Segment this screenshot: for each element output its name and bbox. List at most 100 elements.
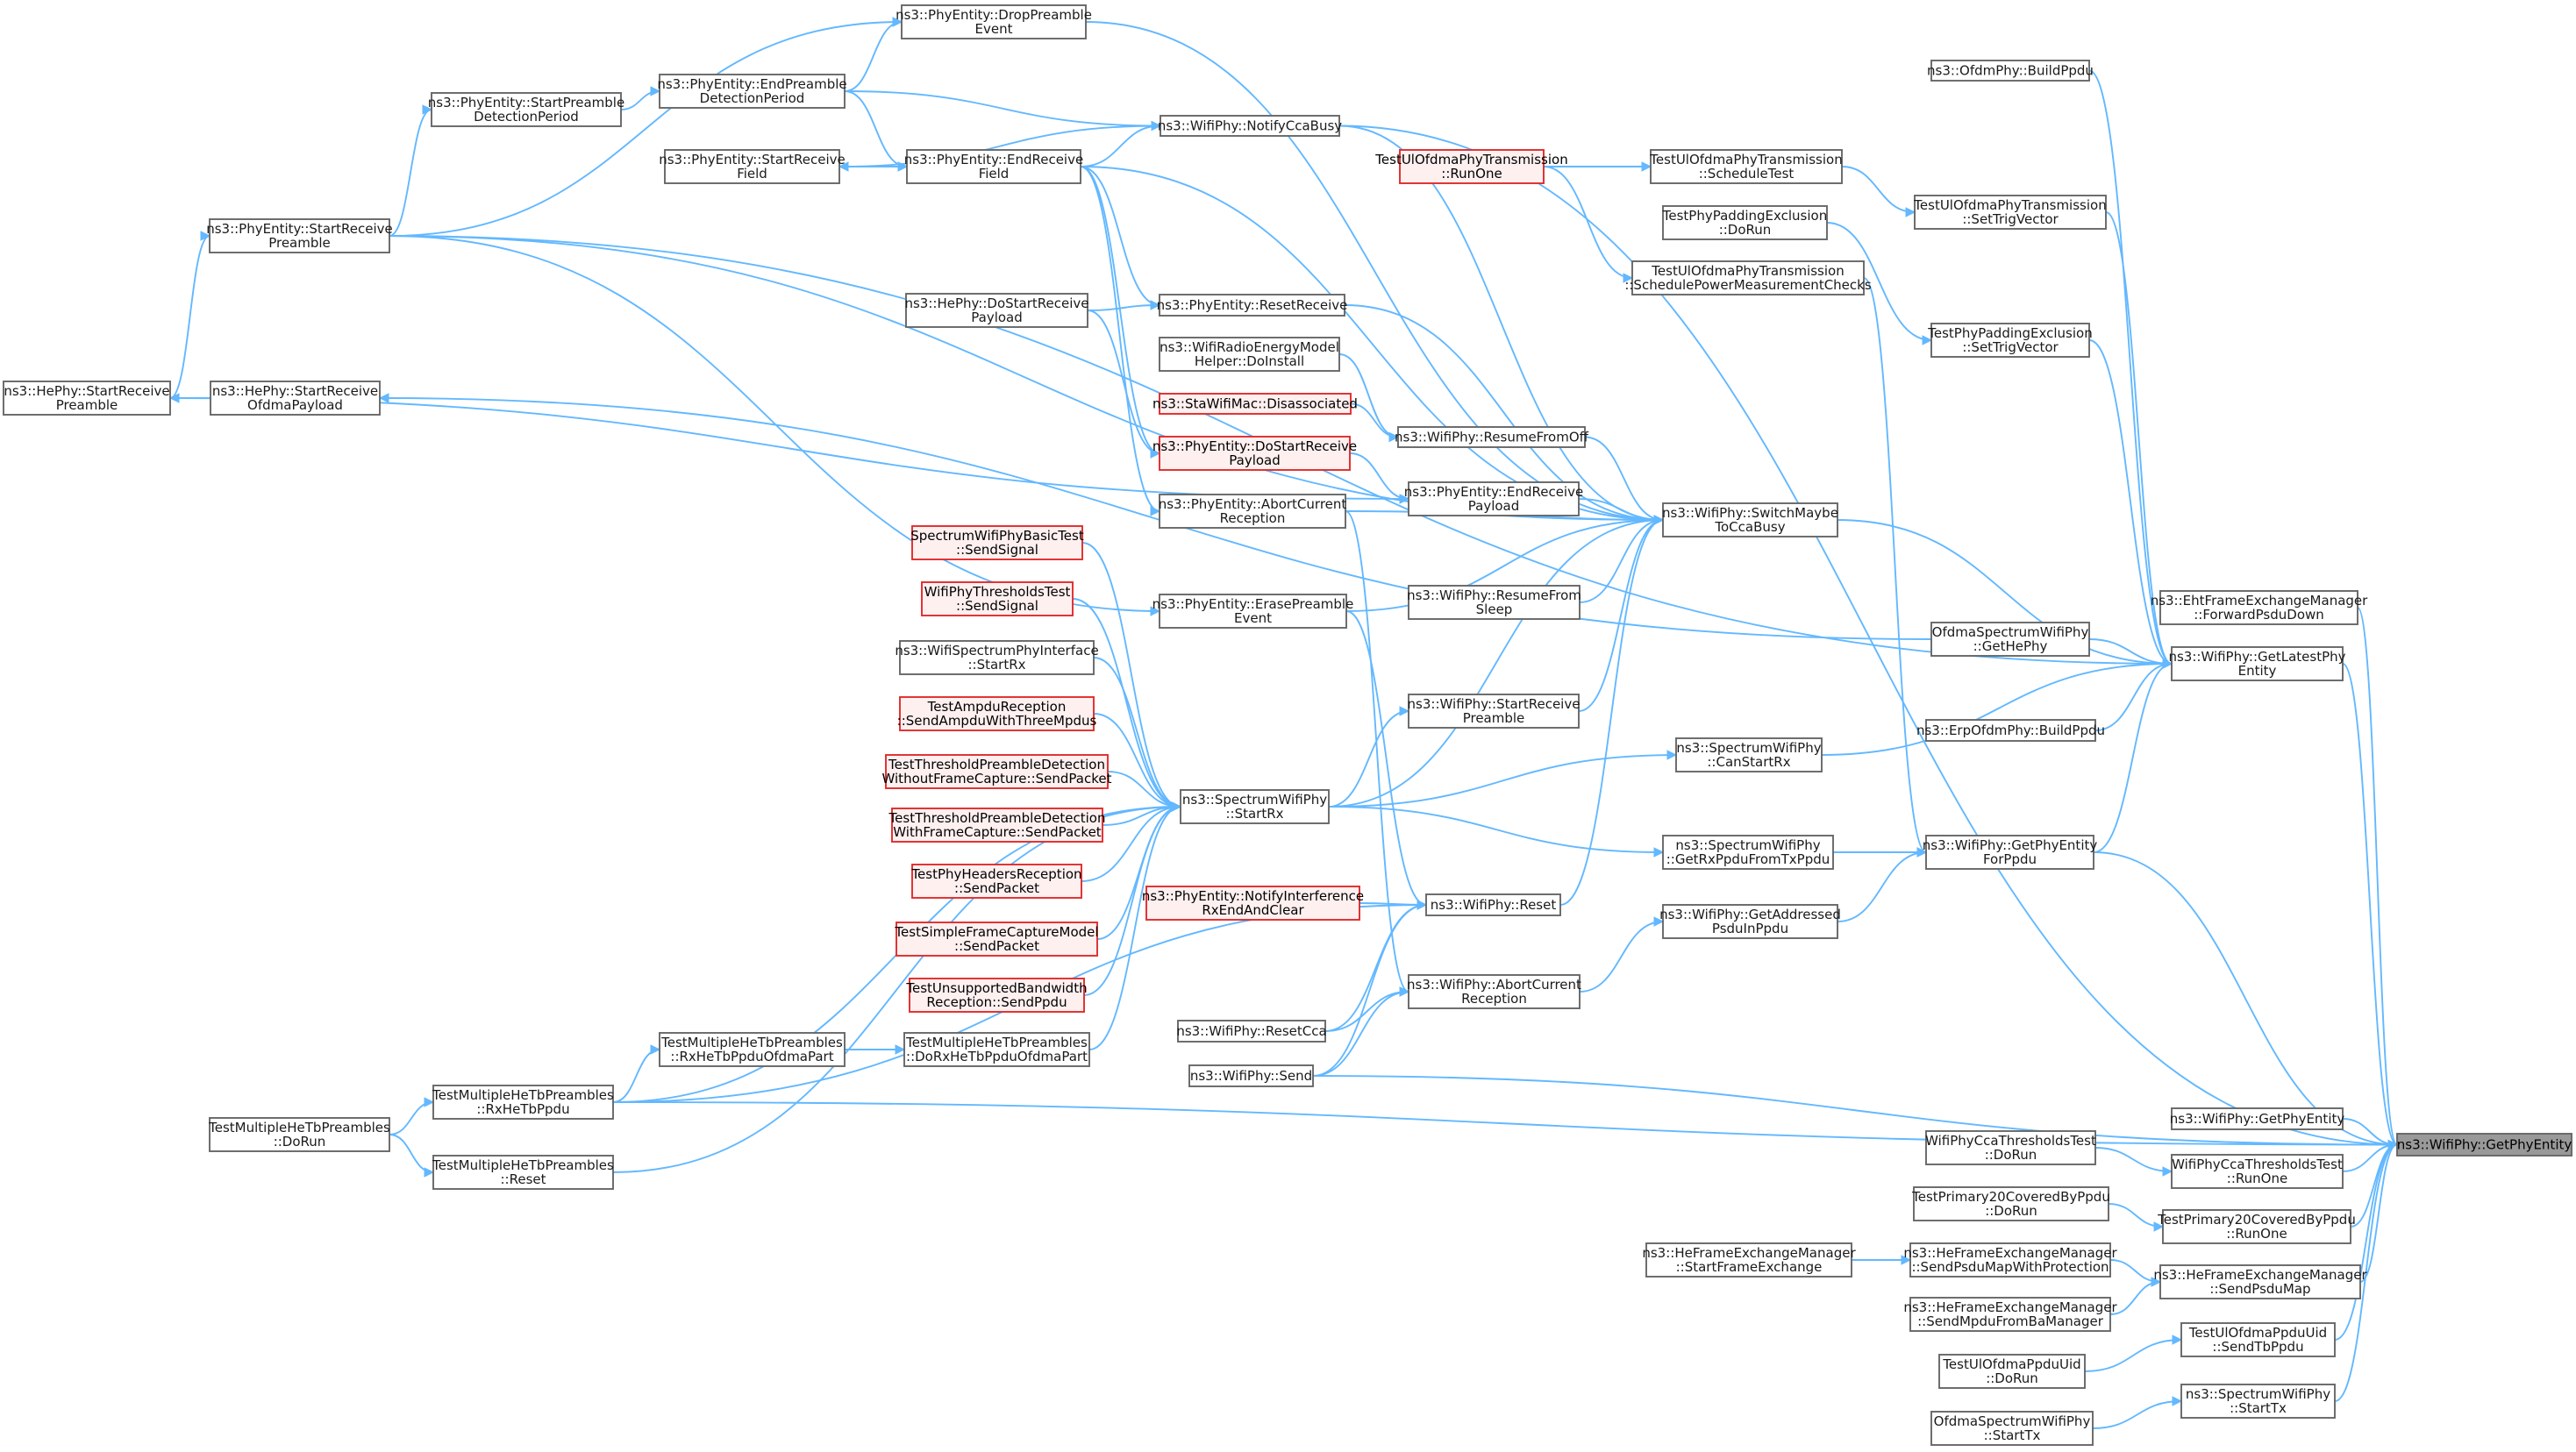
node-mheDoRxOfdma[interactable]: TestMultipleHeTbPreambles::DoRxHeTbPpduO… [903,1032,1090,1067]
edge-line [2342,663,2398,1146]
node-unsupportedBw[interactable]: TestUnsupportedBandwidthReception::SendP… [905,978,1088,1013]
node-label: ::SendAmpduWithThreeMpdus [897,713,1097,729]
node-mheReset[interactable]: TestMultipleHeTbPreambles::Reset [432,1155,614,1190]
node-ofdmBuild[interactable]: ns3::OfdmPhy::BuildPpdu [1927,60,2094,82]
node-ccaDoRun[interactable]: WifiPhyCcaThresholdsTest::DoRun [1925,1130,2096,1165]
node-box [909,978,1085,1013]
node-staDisassoc[interactable]: ns3::StaWifiMac::Disassociated [1152,393,1358,415]
node-heSendPsduMap[interactable]: ns3::HeFrameExchangeManager::SendPsduMap [2153,1264,2367,1299]
call-edge [1312,986,1410,1077]
node-radioEnergy[interactable]: ns3::WifiRadioEnergyModelHelper::DoInsta… [1159,337,1340,372]
node-testSchedulePower[interactable]: TestUlOfdmaPhyTransmission::SchedulePowe… [1624,260,1872,295]
node-wifiSend[interactable]: ns3::WifiPhy::Send [1188,1064,1314,1087]
node-sbtSendSignal[interactable]: SpectrumWifiPhyBasicTest::SendSignal [910,525,1084,560]
node-testPadDoRun[interactable]: TestPhyPaddingExclusion::DoRun [1662,205,1828,240]
node-ehtForward[interactable]: ns3::EhtFrameExchangeManager::ForwardPsd… [2151,590,2368,625]
node-label: Preamble [56,397,118,413]
node-label: TestThresholdPreambleDetection [888,757,1105,772]
node-tpdWith[interactable]: TestThresholdPreambleDetectionWithFrameC… [888,808,1106,843]
node-testRunOne[interactable]: TestUlOfdmaPhyTransmission::RunOne [1374,149,1568,184]
node-canStartRx[interactable]: ns3::SpectrumWifiPhy::CanStartRx [1675,737,1823,772]
node-resetReceive[interactable]: ns3::PhyEntity::ResetReceive [1157,294,1348,317]
node-heStartFrame[interactable]: ns3::HeFrameExchangeManager::StartFrameE… [1642,1242,1856,1278]
node-startPreambleDet[interactable]: ns3::PhyEntity::StartPreambleDetectionPe… [428,92,624,127]
node-wsiStartRx[interactable]: ns3::WifiSpectrumPhyInterface::StartRx [895,640,1099,675]
call-edge [612,1101,2399,1150]
node-label: SpectrumWifiPhyBasicTest [910,528,1084,544]
node-label: ns3::PhyEntity::EndReceive [1404,484,1583,500]
node-p20DoRun[interactable]: TestPrimary20CoveredByPpdu::DoRun [1911,1186,2110,1221]
edge-arrowhead [424,1167,435,1178]
node-erpBuild[interactable]: ns3::ErpOfdmPhy::BuildPpdu [1916,719,2105,742]
node-spectrumStartRx[interactable]: ns3::SpectrumWifiPhy::StartRx [1180,789,1330,824]
node-ofdmaStartTx[interactable]: OfdmaSpectrumWifiPhy::StartTx [1930,1411,2094,1446]
node-box [210,381,381,416]
node-uidDoRun[interactable]: TestUlOfdmaPpduUid::DoRun [1938,1354,2086,1389]
node-mheDoRun[interactable]: TestMultipleHeTbPreambles::DoRun [208,1117,390,1152]
node-label: ns3::SpectrumWifiPhy [1676,740,1821,756]
node-mheRxHeTb[interactable]: TestMultipleHeTbPreambles::RxHeTbPpdu [432,1085,614,1120]
node-testSetTrig[interactable]: TestUlOfdmaPhyTransmission::SetTrigVecto… [1913,195,2107,230]
node-resumeFromOff[interactable]: ns3::WifiPhy::ResumeFromOff [1395,426,1589,448]
node-testPadSetTrig[interactable]: TestPhyPaddingExclusion::SetTrigVector [1927,323,2093,358]
node-mheRxOfdma[interactable]: TestMultipleHeTbPreambles::RxHeTbPpduOfd… [659,1032,846,1067]
node-simpleCapture[interactable]: TestSimpleFrameCaptureModel::SendPacket [894,922,1099,957]
node-ampduSend[interactable]: TestAmpduReception::SendAmpduWithThreeMp… [897,696,1097,731]
edge-arrowhead [1388,431,1400,443]
node-notifyCca[interactable]: ns3::WifiPhy::NotifyCcaBusy [1158,115,1342,137]
edge-line [1821,663,2173,756]
node-wifiReset[interactable]: ns3::WifiPhy::Reset [1425,893,1561,916]
node-p20RunOne[interactable]: TestPrimary20CoveredByPpdu::RunOne [2157,1209,2356,1244]
node-label: ns3::SpectrumWifiPhy [2186,1386,2330,1402]
edge-line [844,21,903,92]
node-label: ns3::WifiPhy::Send [1190,1068,1312,1084]
edge-line [1080,125,1161,167]
node-heSendProt[interactable]: ns3::HeFrameExchangeManager::SendPsduMap… [1903,1242,2117,1278]
edge-arrowhead [1150,606,1161,616]
node-getRxPpdu[interactable]: ns3::SpectrumWifiPhy::GetRxPpduFromTxPpd… [1662,835,1834,870]
call-edge [389,17,903,237]
node-tpdWithout[interactable]: TestThresholdPreambleDetectionWithoutFra… [882,754,1112,789]
node-headersSend[interactable]: TestPhyHeadersReception::SendPacket [910,864,1082,899]
edge-line [2093,851,2398,1146]
node-spectrumStartTx[interactable]: ns3::SpectrumWifiPhy::StartTx [2180,1384,2336,1419]
call-edge [612,801,1182,1173]
node-endPreamble[interactable]: ns3::PhyEntity::EndPreambleDetectionPeri… [657,74,847,109]
node-root[interactable]: ns3::WifiPhy::GetPhyEntity [2396,1133,2572,1157]
node-label: TestUlOfdmaPhyTransmission [1649,152,1842,167]
node-resetCca[interactable]: ns3::WifiPhy::ResetCca [1176,1020,1327,1043]
node-box [432,1085,614,1120]
node-label: TestUlOfdmaPhyTransmission [1913,197,2106,213]
node-uidSendTb[interactable]: TestUlOfdmaPpduUid::SendTbPpdu [2180,1322,2336,1357]
node-getPhyEntity2[interactable]: ns3::WifiPhy::GetPhyEntity [2170,1107,2345,1130]
node-box [1145,886,1360,921]
node-wptSendSignal[interactable]: WifiPhyThresholdsTest::SendSignal [921,581,1074,616]
node-heSendMpdu[interactable]: ns3::HeFrameExchangeManager::SendMpduFro… [1903,1297,2117,1332]
node-notifyInterference[interactable]: ns3::PhyEntity::NotifyInterferenceRxEndA… [1142,886,1364,921]
node-ofdmaGetHe[interactable]: OfdmaSpectrumWifiPhy::GetHePhy [1930,622,2090,657]
node-testSchedule[interactable]: TestUlOfdmaPhyTransmission::ScheduleTest [1649,149,1843,184]
node-label: TestPhyHeadersReception [910,866,1081,882]
node-ccaRunOne[interactable]: WifiPhyCcaThresholdsTest::RunOne [2171,1154,2344,1189]
call-edge [169,397,1410,504]
node-label: WithFrameCapture::SendPacket [893,824,1102,840]
node-label: ns3::OfdmPhy::BuildPpdu [1927,63,2094,79]
